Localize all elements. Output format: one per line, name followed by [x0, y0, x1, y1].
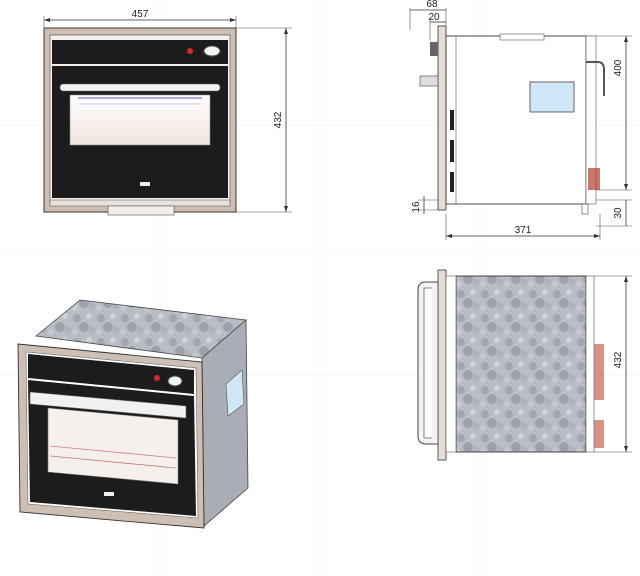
top-granite [455, 275, 587, 453]
front-foot [107, 205, 175, 216]
side-knob [430, 42, 438, 56]
side-view: 68 20 400 16 30 371 [409, 0, 632, 240]
door-window [69, 94, 211, 146]
side-body [445, 35, 587, 205]
iso-window [225, 369, 245, 417]
top-view: 432 [417, 269, 632, 461]
control-panel [52, 40, 228, 64]
logo-badge [140, 182, 150, 186]
dim-front-height: 432 [273, 111, 284, 128]
dim-side-door-gap: 20 [428, 12, 440, 23]
side-front-plate [437, 25, 447, 211]
dim-front-width: 457 [132, 9, 149, 20]
door-handle [59, 83, 221, 92]
dim-top-height: 432 [613, 351, 624, 368]
iso-window-glass [47, 407, 179, 485]
dim-side-foot: 30 [613, 207, 624, 219]
side-handle [419, 75, 439, 87]
dim-side-depth: 371 [515, 225, 532, 236]
iso-handle [29, 391, 187, 419]
isometric-view [17, 299, 249, 529]
iso-control-panel [28, 354, 194, 394]
front-view: 457 432 [43, 9, 292, 216]
dim-side-bottom: 16 [411, 201, 422, 213]
dim-side-flange: 68 [426, 0, 438, 10]
control-knob [203, 45, 221, 57]
dim-side-height: 400 [613, 59, 624, 76]
top-front-plate [437, 269, 447, 461]
gas-pipe [586, 61, 605, 96]
vent-slot [450, 110, 454, 130]
ignition-button [187, 48, 193, 54]
side-window [529, 81, 575, 113]
